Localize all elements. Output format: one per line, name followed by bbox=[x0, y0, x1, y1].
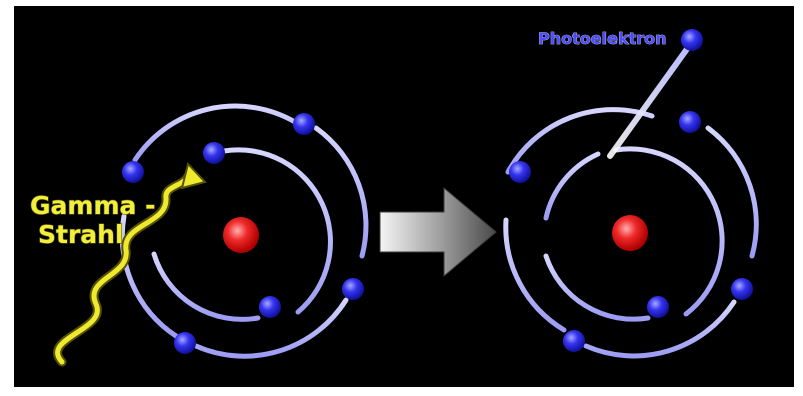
nucleus bbox=[612, 215, 648, 251]
inner-orbit bbox=[151, 147, 333, 322]
electron bbox=[342, 278, 364, 300]
electrons bbox=[509, 29, 753, 352]
wavy-arrow-icon bbox=[53, 161, 207, 367]
electron bbox=[259, 296, 281, 318]
electron bbox=[647, 296, 669, 318]
atom-before bbox=[119, 103, 369, 359]
outer-orbit bbox=[503, 107, 759, 359]
background-panel bbox=[14, 6, 794, 387]
outer-orbit bbox=[119, 103, 369, 359]
inner-orbit bbox=[543, 146, 725, 322]
photoelectron-label: Photoelektron bbox=[538, 29, 667, 48]
electron bbox=[679, 111, 701, 133]
electrons bbox=[122, 113, 364, 354]
electron bbox=[293, 113, 315, 135]
electron bbox=[563, 330, 585, 352]
atom-after bbox=[503, 29, 759, 359]
right-arrow-icon bbox=[379, 186, 497, 278]
electron bbox=[174, 332, 196, 354]
photoelectron bbox=[681, 29, 703, 51]
photoelectron-trail bbox=[607, 39, 695, 159]
electron bbox=[203, 142, 225, 164]
nucleus bbox=[223, 217, 259, 253]
gamma-ray-label-line1: Gamma - bbox=[30, 191, 155, 220]
gamma-ray-label-line2: Strahl bbox=[38, 220, 124, 249]
electron bbox=[731, 278, 753, 300]
electron bbox=[509, 161, 531, 183]
electron bbox=[122, 161, 144, 183]
